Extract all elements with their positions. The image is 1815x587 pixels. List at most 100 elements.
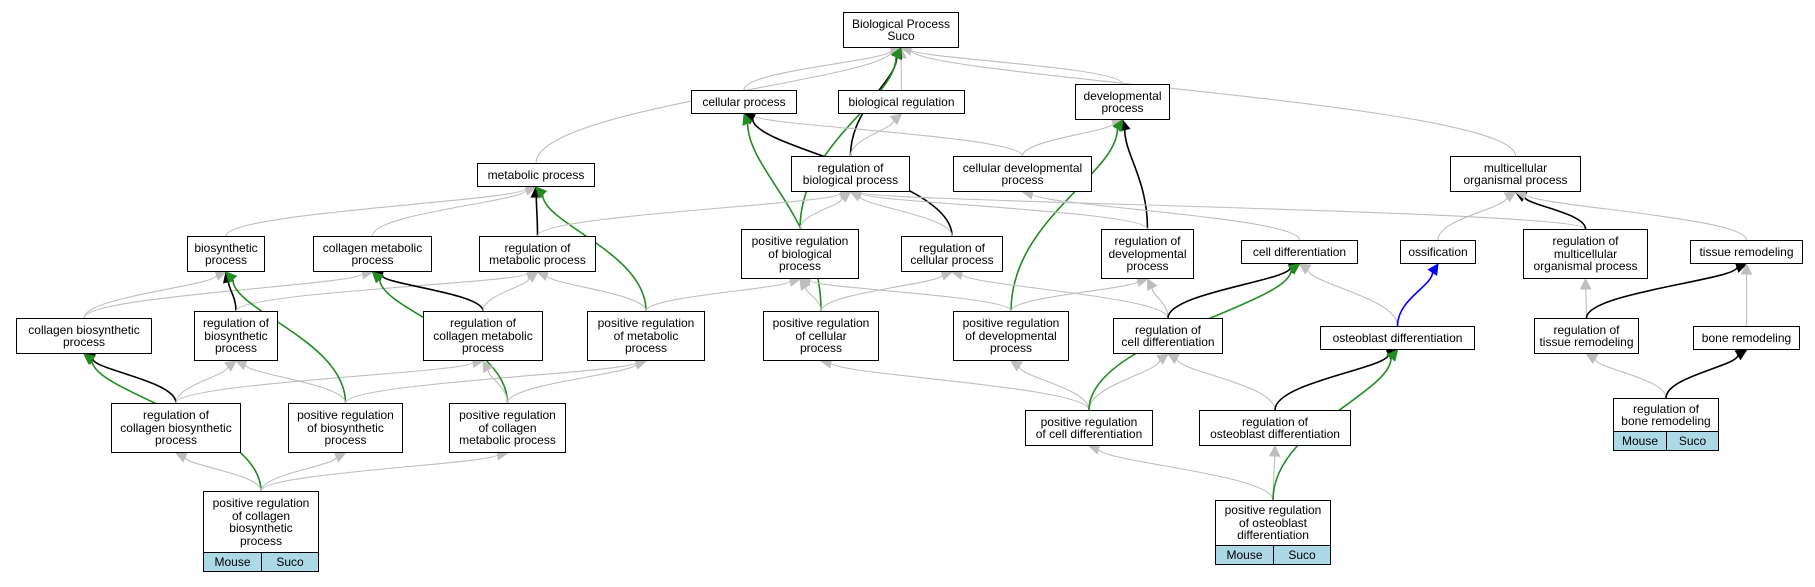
edge-is-a [506,363,637,404]
arrowhead-is-a [1167,353,1180,365]
node-positive-regulation-of-developmental-process[interactable]: positive regulation of developmental pro… [953,311,1069,361]
arrowhead-is-a [174,451,188,463]
node-positive-regulation-of-biological-process[interactable]: positive regulation of biological proces… [741,229,859,279]
node-regulation-of-osteoblast-differentiation[interactable]: regulation of osteoblast differentiation [1199,410,1351,446]
edge-positively-regulates [231,279,347,404]
node-biosynthetic-process[interactable]: biosynthetic process [187,236,265,272]
arrowhead-is-a [234,359,248,371]
edge-regulates [227,281,237,312]
node-regulation-of-collagen-biosynthetic-process[interactable]: regulation of collagen biosynthetic proc… [111,403,241,453]
edge-is-a [244,364,347,404]
node-developmental-process[interactable]: developmental process [1075,84,1170,120]
node-positive-regulation-of-biosynthetic-process[interactable]: positive regulation of biosynthetic proc… [288,403,403,453]
arrowhead-regulates [1734,349,1748,361]
edge-regulates [535,196,539,237]
edge-is-a [1585,288,1588,319]
arrowhead-is-a [1146,278,1158,291]
node-regulation-of-developmental-process[interactable]: regulation of developmental process [1101,229,1194,279]
node-regulation-of-biosynthetic-process[interactable]: regulation of biosynthetic process [194,311,278,361]
edge-is-a [645,280,791,312]
arrowhead-is-a [1268,444,1281,457]
arrowhead-is-a [224,360,237,372]
edge-is-a [184,456,262,492]
edge-positively-regulates [799,56,897,230]
edge-is-a [849,120,895,157]
edge-is-a [344,361,637,404]
arrowhead-is-a [838,191,852,203]
edge-is-a [910,49,1124,85]
edge-is-a [809,279,1012,312]
node-cellular-process[interactable]: cellular process [691,90,797,114]
node-positive-regulation-of-osteoblast-differentiation[interactable]: positive regulation of osteoblast differ… [1215,500,1331,546]
node-osteoblast-differentiation[interactable]: osteoblast differentiation [1320,326,1475,350]
node-regulation-of-metabolic-process[interactable]: regulation of metabolic process [479,236,596,272]
node-biological-regulation[interactable]: biological regulation [838,90,965,114]
edge-is-a [175,366,229,404]
arrowhead-is-a [1579,277,1592,290]
edge-regulates [92,358,177,404]
edge-is-a [225,188,527,237]
node-cellular-developmental-process[interactable]: cellular developmental process [953,156,1092,192]
annotation-suco: Suco [1666,431,1719,451]
arrowhead-is-a [1010,360,1023,372]
edge-is-a [1018,366,1090,411]
node-multicellular-organismal-process[interactable]: multicellular organismal process [1450,156,1581,192]
arrowhead-is-a [889,113,903,126]
edge-is-a [83,274,218,319]
node-positive-regulation-of-metabolic-process[interactable]: positive regulation of metabolic process [587,311,705,361]
node-collagen-metabolic-process[interactable]: collagen metabolic process [313,236,432,272]
edge-is-a [1524,193,1748,241]
node-ossification[interactable]: ossification [1400,240,1476,264]
edge-is-a [260,454,499,492]
node-regulation-of-cell-differentiation[interactable]: regulation of cell differentiation [1113,318,1223,354]
node-regulation-of-tissue-remodeling[interactable]: regulation of tissue remodeling [1534,318,1639,354]
node-positive-regulation-of-collagen-biosynthetic-process[interactable]: positive regulation of collagen biosynth… [203,491,319,553]
node-regulation-of-multicellular-organismal-process[interactable]: regulation of multicellular organismal p… [1523,229,1648,279]
arrowhead-positively-regulates [83,353,96,366]
node-positive-regulation-of-collagen-metabolic-process[interactable]: positive regulation of collagen metaboli… [449,403,566,453]
edge-is-a [804,287,822,312]
arrowhead-is-a [1298,263,1312,275]
edge-regulates [1167,267,1292,319]
edge-is-a [859,192,1149,230]
node-root[interactable]: Biological Process Suco [843,12,959,48]
edge-is-a [743,50,892,91]
node-regulation-of-cellular-process[interactable]: regulation of cellular process [901,236,1003,272]
node-regulation-of-biological-process[interactable]: regulation of biological process [791,156,910,192]
arrowhead-positively-regulates [1287,263,1301,275]
arrowhead-is-a [1740,262,1753,275]
arrowhead-positively-regulates [535,186,548,199]
annotation-mouse: Mouse [1215,545,1274,565]
arrowhead-is-a [482,360,494,373]
node-cell-differentiation[interactable]: cell differentiation [1241,240,1358,264]
node-bone-remodeling[interactable]: bone remodeling [1693,326,1800,350]
edge-regulates [1665,354,1739,399]
arrowhead-part-of [1427,263,1439,276]
annotation-mouse: Mouse [203,552,262,572]
edge-is-a [175,361,474,404]
node-regulation-of-bone-remodeling[interactable]: regulation of bone remodeling [1613,398,1719,432]
edge-is-a [961,273,1169,319]
node-collagen-biosynthetic-process[interactable]: collagen biosynthetic process [16,318,152,354]
node-tissue-remodeling[interactable]: tissue remodeling [1690,240,1803,264]
node-regulation-of-collagen-metabolic-process[interactable]: regulation of collagen metabolic process [423,311,543,361]
edge-is-a [83,273,364,319]
edge-is-a [799,197,843,230]
node-positive-regulation-of-cell-differentiation[interactable]: positive regulation of cell differentiat… [1025,410,1153,446]
edge-regulates [1585,266,1738,319]
edge-is-a [830,362,1090,411]
node-positive-regulation-of-cellular-process[interactable]: positive regulation of cellular process [763,311,879,361]
arrowhead-positively-regulates [742,112,754,126]
node-metabolic-process[interactable]: metabolic process [477,163,595,187]
edge-is-a [820,274,943,312]
arrowhead-is-a [1503,191,1517,203]
arrowhead-positively-regulates [225,271,238,284]
edge-is-a [260,456,337,492]
arrowhead-is-a [536,270,550,282]
edge-is-a [1176,358,1276,411]
edge-part-of [1396,272,1434,327]
arrowhead-is-a [1156,353,1169,365]
annotation-mouse: Mouse [1613,431,1667,451]
edge-regulates [381,274,484,312]
